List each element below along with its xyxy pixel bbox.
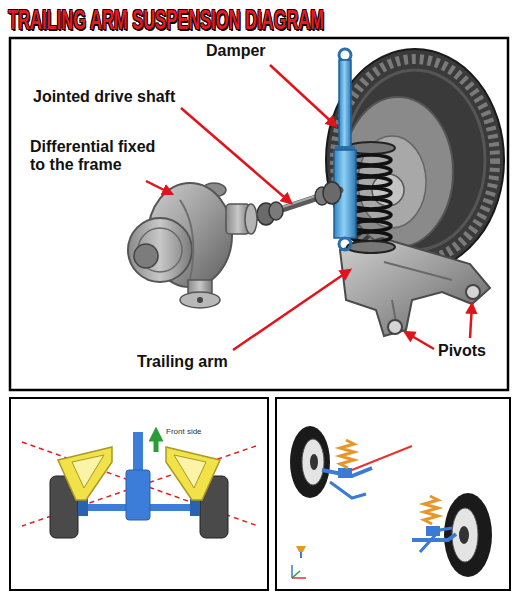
3d-view-panel-part [459,526,469,544]
differential-part [197,297,203,303]
top-view-panel-part [133,432,143,472]
3d-view-panel-part [292,571,300,578]
3d-view-panel-part [444,493,492,577]
part-label: Pivots [438,342,486,360]
drive-shaft-part [323,182,341,204]
3d-view-panel-part [291,565,293,578]
coil-spring-part [351,155,391,165]
direction-label: Front side [166,427,202,437]
top-view-panel-part [58,447,112,500]
top-view-panel-part [190,499,200,516]
main-panel-part [10,38,508,390]
main-panel [10,38,508,390]
leader-arrow [146,65,472,350]
top-view-panel-part [166,447,220,500]
coil-spring-part [351,188,391,198]
3d-view-panel-part [330,482,366,498]
3d-view-panel-part [302,439,324,485]
top-view-panel-part [154,434,159,452]
damper-part [339,238,351,250]
differential-part [128,218,192,282]
damper-part [339,49,351,61]
trailing-arm [340,238,490,336]
3d-view-panel-part [300,552,302,558]
coil-spring-part [351,166,391,176]
leader-arrow-part [181,108,291,203]
top-view-panel-part [78,499,88,516]
wheel-part [326,49,504,271]
3d-view-panel-part [276,398,510,590]
leader-arrow-part [270,65,336,126]
part-label: Damper [206,42,266,60]
trailing-arm-part [340,238,490,336]
leader-arrow-part [470,304,472,338]
drive-shaft [252,182,341,225]
leader-arrow-part [146,181,172,194]
top-view-panel-part [126,470,150,520]
3d-view-panel-part [352,446,412,470]
3d-view-panel-part [292,577,306,579]
coil-spring-part [351,221,391,231]
3d-view-panel-part [424,496,438,524]
trailing-arm-part [466,285,480,299]
3d-view-panel-part [426,526,440,536]
wheel-part [343,97,453,247]
top-view-panel [10,398,268,590]
wheel-part [335,59,495,261]
3d-view-panel-part [290,426,330,498]
drive-shaft-part [269,202,283,220]
trailing-arm-part [388,320,402,334]
differential [128,183,257,308]
coil-spring-part [351,177,391,187]
trailing-arm-part [384,262,452,322]
coil-spring-part [351,210,391,220]
top-view-panel-part [72,455,104,488]
3d-view-panel-part [338,468,352,478]
differential-part [180,292,220,308]
part-label: Trailing arm [137,353,228,371]
top-view-panel-part [10,398,268,590]
differential-part [180,200,193,280]
top-view-panel-part [174,455,206,488]
3d-view-panel-part [296,546,306,552]
coil-spring-part [351,199,391,209]
damper-part [339,60,351,148]
3d-view-panel-part [340,440,354,468]
wheel [326,49,504,271]
diagram-title: TRAILING ARM SUSPENSION DIAGRAM [8,5,324,35]
damper [334,49,356,250]
coil-spring-part [347,241,395,253]
leader-arrow-part [405,332,434,349]
3d-view-panel-part [310,454,318,470]
part-label: Jointed drive shaft [33,88,175,106]
3d-view-panel [276,398,510,590]
differential-part [134,244,158,268]
differential-part [245,204,257,234]
part-label: Differential fixed to the frame [30,138,165,174]
leader-arrow-part [233,270,350,350]
